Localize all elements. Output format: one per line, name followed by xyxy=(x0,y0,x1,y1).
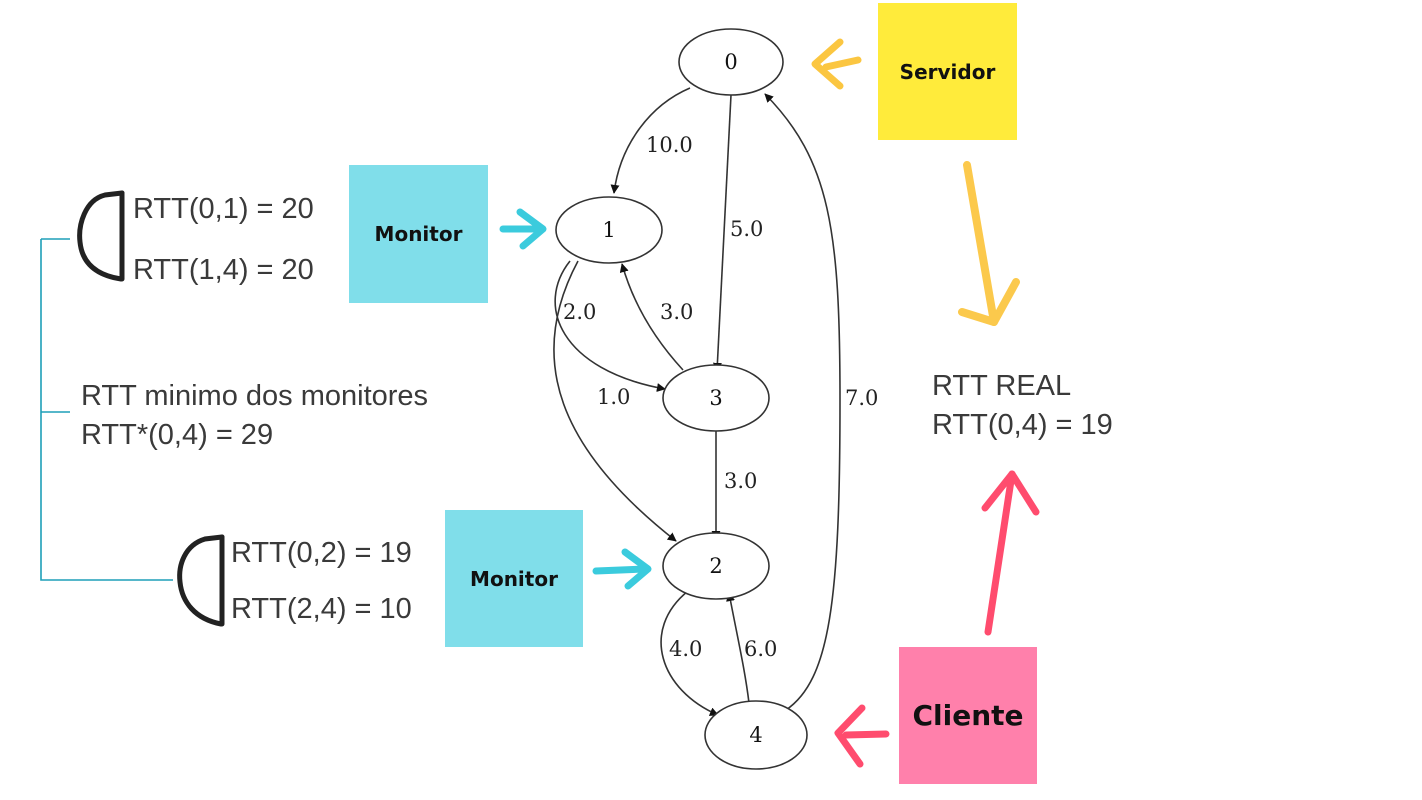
monitor-top-label: Monitor xyxy=(374,222,463,246)
cyan-arrow-top-icon xyxy=(499,208,547,250)
edge-label-1-3: 2.0 xyxy=(563,300,596,324)
node-1: 1 xyxy=(555,196,663,264)
graph-nodes: 0 1 3 2 4 xyxy=(555,28,808,770)
edge-4-0 xyxy=(764,93,841,711)
edge-0-1 xyxy=(610,87,691,194)
node-3: 3 xyxy=(662,364,770,432)
edge-1-3 xyxy=(554,260,666,392)
rtt-real-0-4-text: RTT(0,4) = 19 xyxy=(932,409,1113,441)
servidor-sticky: Servidor xyxy=(878,3,1017,140)
red-up-arrow-icon xyxy=(981,470,1040,636)
rtt-real-title: RTT REAL xyxy=(932,370,1071,402)
cliente-sticky: Cliente xyxy=(899,647,1037,784)
edge-1-2 xyxy=(553,260,677,542)
edge-3-1 xyxy=(619,263,684,371)
red-chevron-arrow-icon xyxy=(834,704,890,768)
rtt-2-4-text: RTT(2,4) = 10 xyxy=(231,593,412,625)
top-bracket-icon xyxy=(77,190,125,282)
edge-0-3 xyxy=(712,94,732,372)
node-2-label: 2 xyxy=(709,554,722,578)
edge-label-4-0: 7.0 xyxy=(845,386,878,410)
node-2: 2 xyxy=(662,532,770,600)
servidor-label: Servidor xyxy=(899,59,996,84)
edge-label-2-4: 4.0 xyxy=(669,637,702,661)
monitor-bottom-sticky: Monitor xyxy=(445,510,583,647)
edge-label-1-2: 1.0 xyxy=(597,385,630,409)
node-1-label: 1 xyxy=(602,218,615,242)
node-4: 4 xyxy=(704,700,808,770)
bracket-connector xyxy=(40,238,173,581)
edge-label-3-2: 3.0 xyxy=(724,469,757,493)
edge-label-0-3: 5.0 xyxy=(730,217,763,241)
rtt-1-4-text: RTT(1,4) = 20 xyxy=(133,254,314,286)
edge-label-4-2: 6.0 xyxy=(744,637,777,661)
node-4-label: 4 xyxy=(749,723,762,747)
graph-edges xyxy=(553,87,841,716)
rtt-0-2-text: RTT(0,2) = 19 xyxy=(231,537,412,569)
monitor-bottom-label: Monitor xyxy=(470,566,558,591)
edge-label-3-1: 3.0 xyxy=(660,300,693,324)
edge-label-0-1: 10.0 xyxy=(646,133,693,157)
edge-2-4 xyxy=(660,590,719,716)
cyan-arrow-bottom-icon xyxy=(592,548,652,590)
rtt-star-0-4-text: RTT*(0,4) = 29 xyxy=(81,419,273,451)
node-0: 0 xyxy=(678,28,784,96)
node-3-label: 3 xyxy=(709,386,722,410)
rtt-minimo-title: RTT minimo dos monitores xyxy=(81,380,428,412)
yellow-down-arrow-icon xyxy=(958,161,1020,326)
edge-4-2 xyxy=(726,592,750,704)
yellow-chevron-arrow-icon xyxy=(811,38,862,90)
node-0-label: 0 xyxy=(724,50,737,74)
edge-labels: 10.0 5.0 2.0 3.0 1.0 3.0 4.0 6.0 7.0 xyxy=(563,133,878,661)
monitor-top-sticky: Monitor xyxy=(349,165,488,303)
cliente-label: Cliente xyxy=(912,699,1024,732)
bottom-bracket-icon xyxy=(177,534,225,627)
rtt-0-1-text: RTT(0,1) = 20 xyxy=(133,193,314,225)
